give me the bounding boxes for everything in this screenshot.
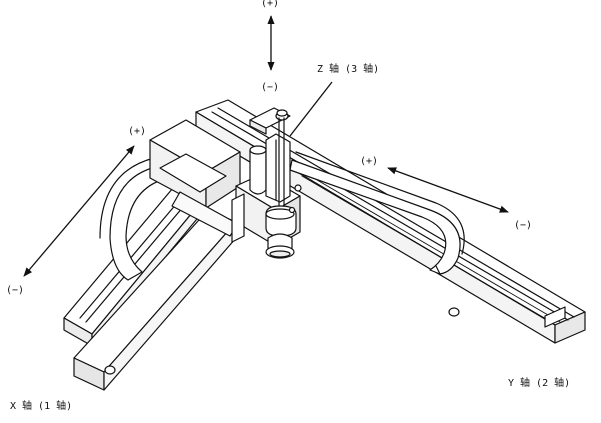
y-cable-carrier (289, 151, 465, 275)
y-minus-label: (−) (514, 220, 533, 231)
z-axis-label: Z 轴 (3 轴) (317, 64, 380, 75)
y-plus-label: (+) (360, 156, 379, 167)
x-axis-rail (63, 181, 237, 391)
x-axis-arrow (23, 145, 135, 277)
z-minus-label: (−) (261, 82, 280, 93)
y-rail-hole (448, 307, 460, 317)
y-axis-arrow (387, 167, 509, 213)
y-axis-label: Y 轴 (2 轴) (508, 378, 571, 389)
x-axis-beam-upper (159, 153, 239, 237)
x-axis-label: X 轴 (1 轴) (10, 401, 73, 412)
z-axis-leader-line (289, 81, 333, 137)
x-plus-label: (+) (128, 126, 147, 137)
x-rail-hole (104, 365, 116, 375)
z-plus-label: (+) (261, 0, 280, 9)
z-axis-carriage (231, 107, 302, 259)
x-minus-label: (−) (6, 285, 25, 296)
